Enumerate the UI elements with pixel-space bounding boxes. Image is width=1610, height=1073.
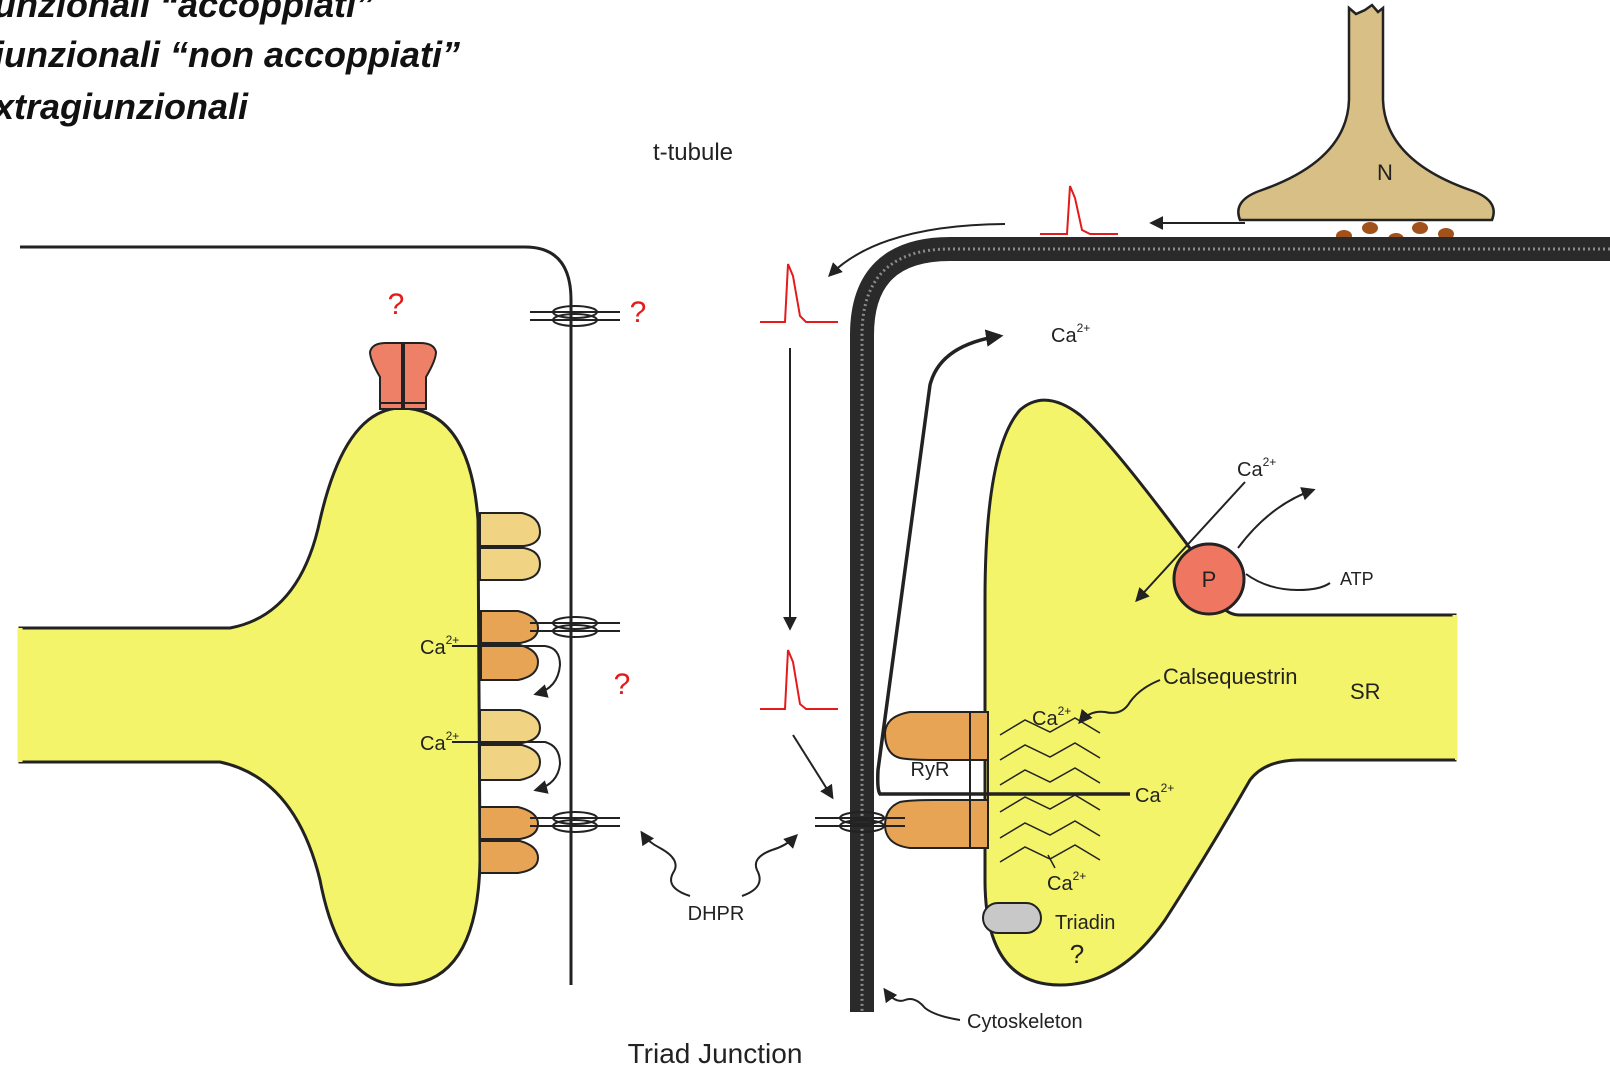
triadin-label: Triadin	[1055, 912, 1115, 934]
pump-ca-label: Ca2+	[1237, 455, 1276, 481]
action-potential-lower-left	[760, 650, 838, 709]
pump-label: P	[1202, 567, 1217, 592]
atp-line	[1246, 574, 1330, 590]
left-receptor-4	[480, 807, 538, 873]
dhpr-symbol-left-top	[530, 306, 620, 326]
question-mark-top-receptor: ?	[388, 288, 405, 321]
neuron-label: N	[1377, 160, 1393, 185]
dhpr-symbol-left-2	[530, 812, 620, 832]
cytoskeleton-pointer	[885, 990, 960, 1020]
cytoskeleton-label: Cytoskeleton	[967, 1011, 1083, 1033]
ryr-label: RyR	[911, 759, 950, 781]
signal-arrow-to-dhpr	[793, 735, 832, 797]
sr-label: SR	[1350, 679, 1381, 704]
question-mark-dhpr-top: ?	[630, 296, 647, 329]
left-sr-cistern	[20, 408, 480, 985]
left-top-receptor	[370, 343, 436, 409]
question-mark-middle: ?	[614, 668, 631, 701]
right-sr-cistern	[985, 400, 1455, 985]
left-receptor-1	[480, 513, 540, 580]
dhpr-symbol-left-1	[530, 617, 620, 637]
triadin-question: ?	[1070, 939, 1084, 969]
calsequestrin-label: Calsequestrin	[1163, 664, 1298, 689]
neuron-terminal	[1238, 5, 1493, 220]
cytosol-ca-label: Ca2+	[1051, 321, 1090, 347]
triadin-protein	[983, 903, 1041, 933]
dhpr-pointer-left	[642, 833, 690, 896]
triad-junction-label: Triad Junction	[628, 1038, 803, 1069]
action-potential-upper-left	[760, 264, 838, 322]
atp-label: ATP	[1340, 569, 1374, 589]
left-receptor-3	[480, 710, 540, 780]
action-potential-top	[1040, 186, 1118, 234]
dhpr-label: DHPR	[688, 903, 745, 925]
pump-release-arrow	[1238, 490, 1313, 548]
dhpr-pointer-right	[742, 836, 796, 896]
t-tubule-label: t-tubule	[653, 139, 733, 166]
